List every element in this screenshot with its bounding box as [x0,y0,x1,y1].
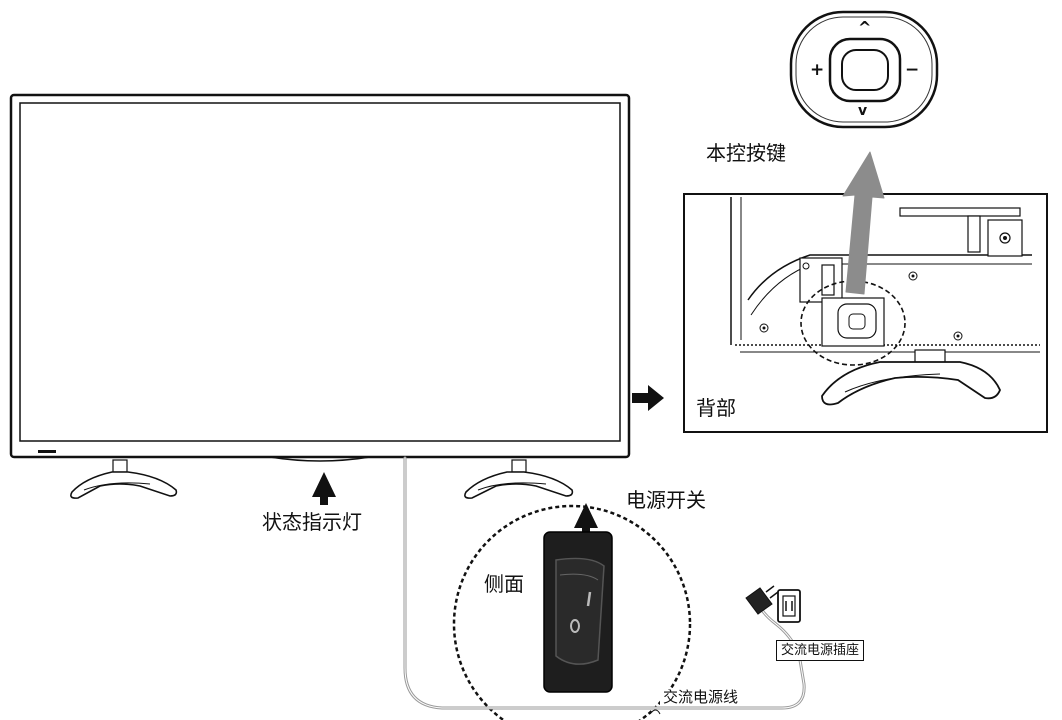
power-switch [543,531,613,693]
wall-socket-outlet [777,589,801,623]
switch-off-mark [570,619,580,633]
label-local-keys: 本控按键 [706,141,786,165]
keypad-zoom-arrow [842,151,885,295]
keypad-closeup [789,10,939,129]
switch-on-mark [586,591,592,607]
tv-stand-right [464,459,574,499]
power-switch-detail-circle [452,504,692,720]
power-switch-arrow [574,503,598,540]
tv-screen [19,102,621,442]
keypad-highlight-ellipse [800,280,906,366]
tv-front [9,93,631,462]
keypad-down-symbol: v [858,103,868,119]
label-ac-socket: 交流电源插座 [776,640,865,661]
label-side-view: 侧面 [484,572,524,596]
label-status-light: 状态指示灯 [262,510,362,534]
power-plug [745,585,779,615]
status-light-arrow [312,472,336,505]
label-back-view: 背部 [696,396,736,420]
keypad-up-symbol: ^ [858,18,872,37]
label-ac-cord: 交流电源线 [660,690,742,705]
to-back-view-arrow [632,385,664,411]
tv-stand-left [70,459,178,499]
tv-logo-mark [38,450,56,453]
label-power-switch: 电源开关 [626,488,706,512]
keypad-minus-symbol: − [905,60,920,80]
keypad-plus-symbol: + [810,60,825,80]
status-light-lip [269,456,371,462]
